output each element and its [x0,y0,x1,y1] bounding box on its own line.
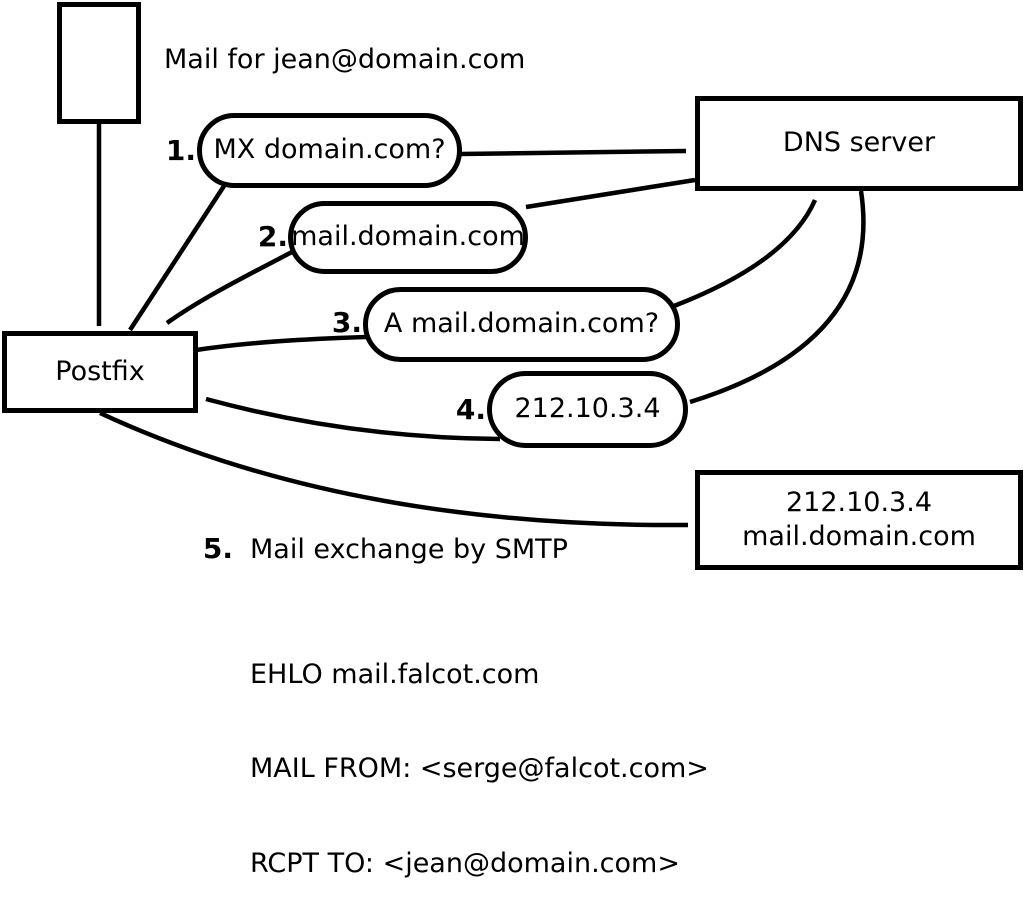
step-5-label: Mail exchange by SMTP [250,534,568,565]
smtp-line: EHLO mail.falcot.com [250,659,540,690]
mail-server-hostname: mail.domain.com [742,521,976,552]
postfix-label: Postfix [55,355,145,387]
mail-message-icon [57,2,141,124]
answer-a-label: 212.10.3.4 [514,393,661,425]
arrow-query3-to-dns [673,199,818,309]
edge-postfix-to-query3 [195,334,367,353]
smtp-line: MAIL FROM: <serge@falcot.com> [250,753,709,785]
mail-server-ip: 212.10.3.4 [786,487,932,518]
step-4-number: 4. [455,393,486,426]
smtp-transcript: EHLO mail.falcot.com MAIL FROM: <serge@f… [250,597,709,919]
step-5-number: 5. [202,532,233,565]
step-1-number: 1. [165,134,196,167]
step-2-number: 2. [257,220,288,253]
arrow-query1-to-dns [459,148,687,157]
smtp-line: RCPT TO: <jean@domain.com> [250,847,680,879]
query-a-label: A mail.domain.com? [383,308,660,340]
edge-dns-to-answer2 [525,177,696,210]
query-a-pill: A mail.domain.com? [363,287,680,362]
step-3-number: 3. [331,306,362,339]
dns-server-node: DNS server [695,96,1023,191]
postfix-node: Postfix [2,331,198,413]
query-mx-pill: MX domain.com? [197,113,462,188]
query-mx-label: MX domain.com? [213,134,446,166]
answer-mx-label: mail.domain.com [291,221,525,253]
edge-dns-to-answer4 [689,190,866,405]
dns-server-label: DNS server [782,127,936,159]
arrow-postfix-to-mailserver [99,410,689,528]
edge-postfix-to-query1 [128,184,226,332]
arrow-answer2-to-postfix [165,250,294,325]
answer-mx-pill: mail.domain.com [288,201,528,274]
answer-a-pill: 212.10.3.4 [487,371,688,448]
arrow-answer4-to-postfix [205,396,501,442]
mail-title: Mail for jean@domain.com [164,44,526,75]
mail-server-node: 212.10.3.4 mail.domain.com [695,470,1023,570]
